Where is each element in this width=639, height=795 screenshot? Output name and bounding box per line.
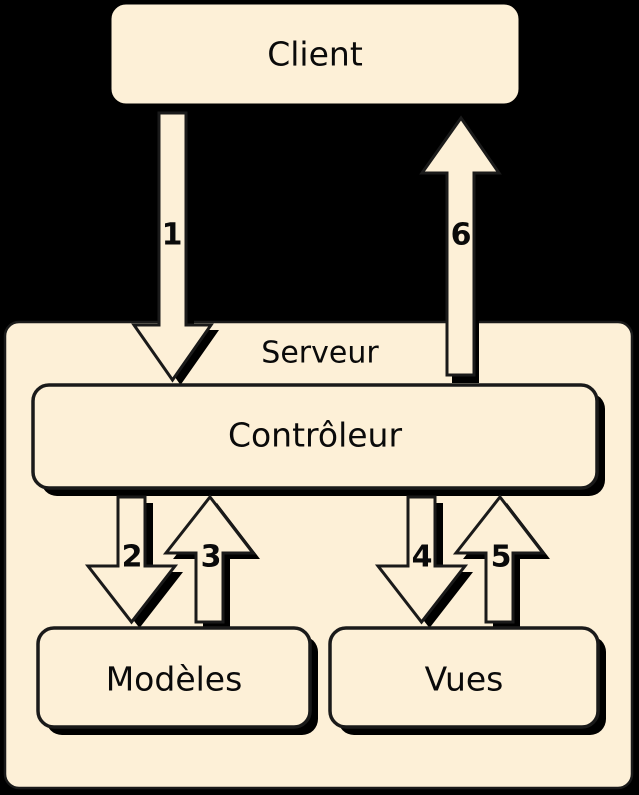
node-modeles[interactable]: Modèles	[36, 626, 318, 735]
arrow-3-body	[162, 494, 257, 624]
controleur-label: Contrôleur	[228, 416, 403, 455]
arrow-2-body	[84, 495, 179, 625]
node-controleur[interactable]: Contrôleur	[31, 383, 605, 496]
arrow-5[interactable]: 5	[452, 494, 550, 628]
arrow-3-label: 3	[201, 540, 222, 575]
arrow-5-label: 5	[491, 540, 512, 575]
arrow-4-label: 4	[412, 540, 433, 575]
arrow-1-label: 1	[162, 218, 183, 253]
arrow-6-label: 6	[451, 218, 472, 253]
arrow-4[interactable]: 4	[374, 495, 473, 628]
modeles-box	[36, 626, 312, 729]
arrow-2-label: 2	[122, 540, 143, 575]
arrow-6-body	[419, 115, 502, 377]
arrow-6[interactable]: 6	[419, 115, 504, 383]
arrow-2[interactable]: 2	[84, 495, 183, 628]
vues-label: Vues	[425, 660, 504, 699]
serveur-label: Serveur	[261, 336, 379, 371]
vues-box	[328, 626, 600, 729]
node-client[interactable]: Client	[111, 4, 526, 111]
arrow-1[interactable]: 1	[131, 111, 219, 385]
arrow-5-body	[452, 494, 547, 624]
client-label: Client	[267, 35, 363, 74]
modeles-label: Modèles	[106, 660, 243, 699]
client-box	[111, 4, 519, 104]
arrow-1-body	[131, 111, 214, 383]
arrow-4-body	[374, 495, 469, 625]
node-vues[interactable]: Vues	[328, 626, 606, 735]
controleur-box	[31, 383, 599, 490]
arrow-3[interactable]: 3	[162, 494, 260, 628]
